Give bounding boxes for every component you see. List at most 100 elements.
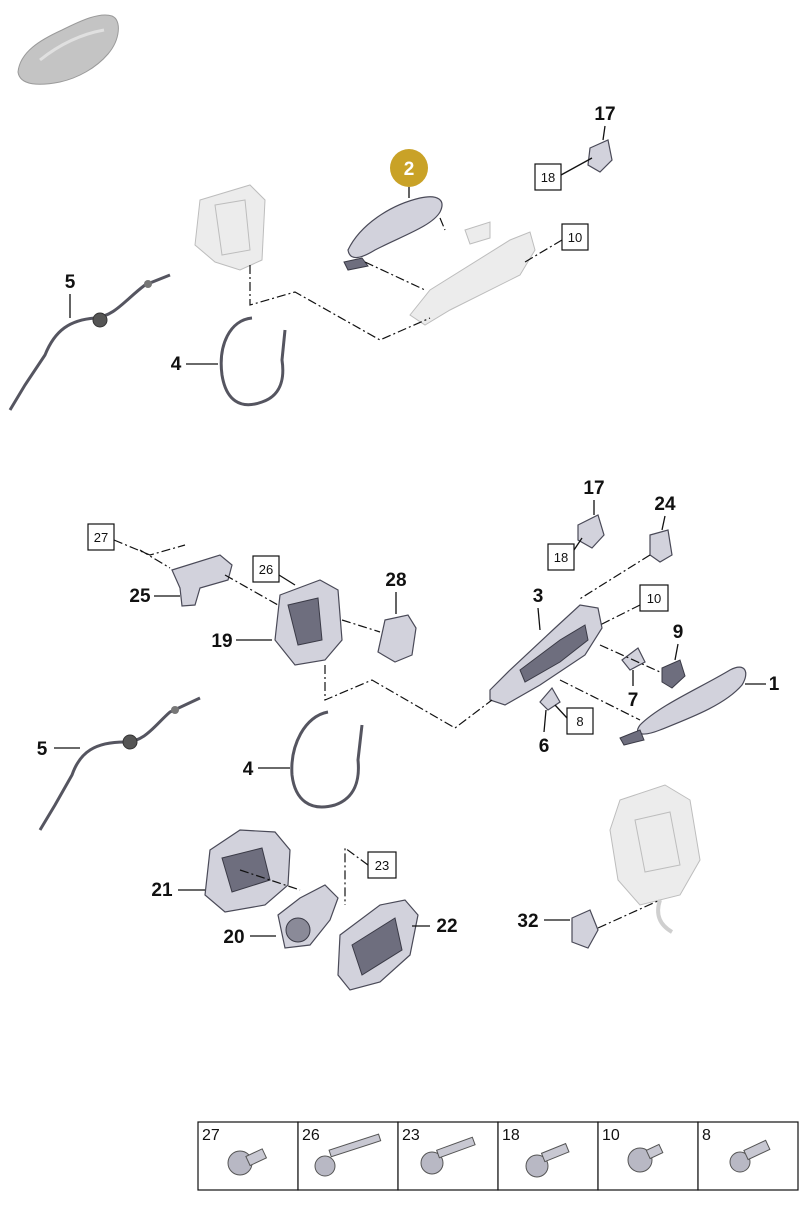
lock-ghost-lower <box>609 784 701 934</box>
cable-5-upper <box>8 273 171 411</box>
dash-7 <box>599 644 661 673</box>
fastener-label: 27 <box>202 1127 220 1144</box>
part-28 <box>377 614 417 663</box>
callout-27-lower: 27 <box>94 530 108 545</box>
dash-route-lower <box>324 665 493 729</box>
leader-8-lower <box>554 704 568 719</box>
dash-10-lower <box>599 604 641 626</box>
callout-8-lower: 8 <box>576 714 583 729</box>
dash-10-upper <box>524 239 563 263</box>
callout-22: 22 <box>436 916 457 937</box>
callout-24: 24 <box>654 494 676 515</box>
dash-23-a <box>344 846 369 905</box>
handle-carrier-3 <box>489 604 603 706</box>
dash-25 <box>224 574 279 606</box>
handle-carrier-ghost-upper <box>409 221 536 326</box>
part-6 <box>539 686 561 711</box>
callout-10-lower: 10 <box>647 591 661 606</box>
part-24 <box>649 529 673 563</box>
fastener-cell <box>397 1121 499 1191</box>
dash-handle-clip-upper <box>439 217 446 231</box>
part-21 <box>204 829 291 913</box>
fastener-label: 23 <box>402 1127 420 1144</box>
callout-20: 20 <box>223 927 244 948</box>
part-32 <box>571 909 599 949</box>
fastener-label: 8 <box>702 1127 711 1144</box>
callout-17-upper: 17 <box>594 104 615 125</box>
fastener-label: 26 <box>302 1127 320 1144</box>
callout-26: 26 <box>259 562 273 577</box>
leader-9 <box>674 643 679 661</box>
ref-box-26 <box>252 555 280 583</box>
part-7 <box>621 647 646 671</box>
callout-32: 32 <box>517 911 538 932</box>
leader-17-upper <box>602 125 606 141</box>
leader-24 <box>661 515 666 531</box>
part-17-lower <box>577 514 605 549</box>
callout-2: 2 <box>404 159 415 180</box>
fastener-table: 27 26 23 18 10 8 <box>197 1121 799 1191</box>
callout-5-upper: 5 <box>65 272 76 293</box>
callout-23: 23 <box>375 858 389 873</box>
callout-19: 19 <box>211 631 232 652</box>
callout-5-lower: 5 <box>37 739 48 760</box>
callout-3: 3 <box>533 586 544 607</box>
ref-box-27-lower <box>87 523 115 551</box>
highlight-badge[interactable] <box>390 149 428 187</box>
cable-5-lower <box>38 696 201 831</box>
dash-28 <box>341 619 381 633</box>
screw-10-icon <box>627 1143 664 1173</box>
callout-4-lower: 4 <box>243 759 254 780</box>
leader-18-lower <box>573 537 583 551</box>
screw-8-icon <box>729 1139 771 1173</box>
ref-box-10-lower <box>639 584 669 612</box>
part-22 <box>337 899 419 991</box>
dash-32 <box>597 899 661 929</box>
lock-ghost-upper <box>194 184 266 271</box>
ref-box-23 <box>367 851 397 879</box>
dash-27-b <box>139 549 171 569</box>
leader-3 <box>537 607 541 631</box>
screw-23-icon <box>420 1136 476 1175</box>
leader-26 <box>278 574 296 586</box>
dash-23-b <box>239 869 301 891</box>
fastener-label: 10 <box>602 1127 620 1144</box>
car-silhouette-icon <box>17 14 119 85</box>
dash-24 <box>577 554 651 601</box>
dash-1 <box>559 679 641 721</box>
callout-7: 7 <box>628 690 639 711</box>
ref-box-18-upper <box>534 163 562 191</box>
cable-4-lower <box>290 710 364 809</box>
screw-26-icon <box>314 1133 382 1177</box>
door-lock-19 <box>274 579 343 666</box>
door-handle-1 <box>619 666 747 746</box>
ref-box-18-lower <box>547 543 575 571</box>
callout-18-upper: 18 <box>541 170 555 185</box>
callout-6: 6 <box>539 736 550 757</box>
callout-25: 25 <box>129 586 151 607</box>
ref-box-10-upper <box>561 223 589 251</box>
door-handle-highlighted[interactable] <box>343 196 443 271</box>
dash-handle-upper <box>364 261 426 291</box>
ref-box-8-lower <box>566 707 594 735</box>
callout-9: 9 <box>673 622 684 643</box>
screw-18-icon <box>525 1142 570 1178</box>
fastener-label: 18 <box>502 1127 520 1144</box>
dash-27-a <box>113 539 186 556</box>
screw-27-icon <box>227 1148 268 1176</box>
leader-6 <box>543 709 547 733</box>
callout-18-lower: 18 <box>554 550 568 565</box>
part-9 <box>661 659 686 689</box>
part-17-upper <box>587 139 613 173</box>
part-20 <box>277 884 339 949</box>
callout-21: 21 <box>151 880 173 901</box>
cable-4-upper <box>219 316 287 407</box>
leader-18-upper <box>560 157 593 176</box>
callout-1: 1 <box>769 674 780 695</box>
part-25 <box>171 554 233 607</box>
callout-28: 28 <box>385 570 406 591</box>
dash-route-upper <box>249 265 431 341</box>
callout-17-lower: 17 <box>583 478 604 499</box>
callout-4-upper: 4 <box>171 354 182 375</box>
